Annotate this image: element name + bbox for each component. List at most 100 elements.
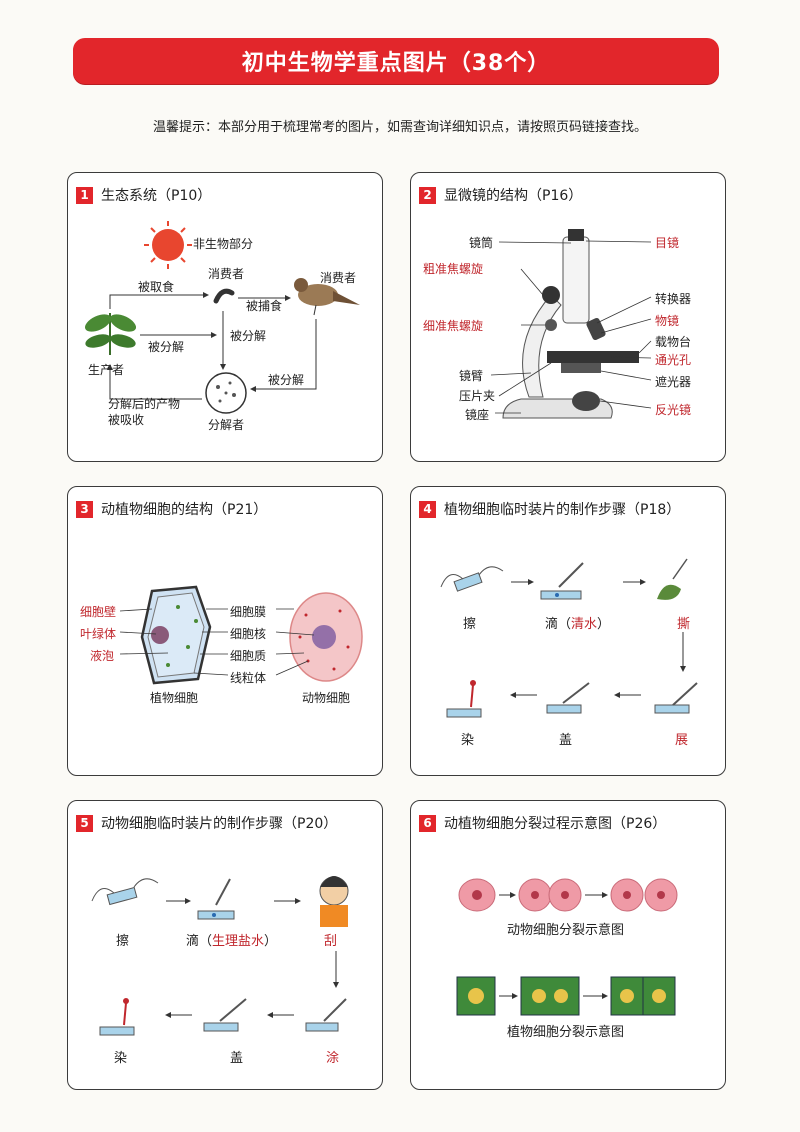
label-consumer2: 消费者 bbox=[320, 271, 357, 285]
label-objective: 物镜 bbox=[655, 314, 680, 328]
label-animal-cell: 动物细胞 bbox=[302, 691, 351, 705]
label-eyepiece: 目镜 bbox=[655, 236, 680, 250]
label-nucleus: 细胞核 bbox=[230, 627, 267, 641]
label-coarse: 粗准焦螺旋 bbox=[423, 262, 484, 276]
label-producer: 生产者 bbox=[88, 363, 125, 377]
label-membrane: 细胞膜 bbox=[230, 605, 267, 619]
plant-slide-diagram bbox=[440, 558, 698, 718]
step-drop-prefix: 滴（ bbox=[186, 934, 213, 949]
peel-icon bbox=[657, 558, 688, 600]
animal-slide-diagram bbox=[91, 876, 349, 1036]
label-tube: 镜筒 bbox=[469, 236, 494, 250]
step-peel: 撕 bbox=[677, 617, 691, 632]
wipe-slide-icon bbox=[440, 566, 504, 592]
page-title: 初中生物学重点图片（38个） bbox=[73, 38, 719, 84]
stain-icon bbox=[99, 998, 135, 1036]
card-title: 动物细胞临时装片的制作步骤（P20） bbox=[101, 816, 338, 832]
drop-water-icon bbox=[540, 562, 584, 600]
sun-icon bbox=[144, 221, 192, 269]
label-plant-division: 植物细胞分裂示意图 bbox=[507, 1025, 625, 1040]
cell-division-diagram bbox=[456, 878, 678, 1016]
plant-icon bbox=[84, 313, 137, 355]
step-smear: 涂 bbox=[326, 1051, 340, 1066]
ecosystem-diagram bbox=[84, 221, 360, 414]
cover-icon bbox=[203, 998, 247, 1032]
label-chloro: 叶绿体 bbox=[80, 627, 117, 641]
label-absorbed1: 分解后的产物 bbox=[108, 397, 181, 411]
step-drop-reagent: 生理盐水 bbox=[212, 934, 265, 949]
step-drop-prefix: 滴（ bbox=[545, 617, 572, 632]
label-mirror: 反光镜 bbox=[655, 403, 692, 417]
wipe-slide-icon bbox=[91, 878, 159, 906]
microscope-icon bbox=[490, 229, 652, 419]
card-microscope: 2 显微镜的结构（P16） 镜筒 粗准焦螺旋 细准焦螺旋 镜臂 压片夹 镜座 目镜… bbox=[410, 172, 726, 462]
card-plant-slide-steps: 4 植物细胞临时装片的制作步骤（P18） 擦 滴（清水） 撕 展 盖 染 bbox=[410, 486, 726, 776]
label-hole: 通光孔 bbox=[655, 353, 692, 367]
card-animal-slide-steps: 5 动物细胞临时装片的制作步骤（P20） 擦 滴（生理盐水） 刮 涂 盖 染 bbox=[67, 800, 383, 1090]
step-drop-suffix: ） bbox=[597, 617, 611, 632]
card-title: 生态系统（P10） bbox=[101, 188, 212, 204]
card-number: 4 bbox=[419, 500, 436, 518]
label-mito: 线粒体 bbox=[230, 671, 267, 685]
plant-cell-icon bbox=[140, 585, 212, 685]
label-consumer1: 消费者 bbox=[208, 267, 245, 281]
step-stain: 染 bbox=[461, 733, 475, 748]
label-stage: 载物台 bbox=[655, 335, 692, 349]
label-vacuole: 液泡 bbox=[90, 649, 115, 663]
label-plant-cell: 植物细胞 bbox=[150, 691, 199, 705]
decomposer-icon bbox=[205, 372, 247, 414]
cell-diagram bbox=[119, 585, 363, 685]
card-number: 6 bbox=[419, 814, 436, 832]
label-eaten: 被取食 bbox=[138, 280, 175, 294]
card-ecosystem: 1 生态系统（P10） bbox=[67, 172, 383, 462]
step-stain: 染 bbox=[114, 1051, 128, 1066]
label-decomposed2: 被分解 bbox=[148, 340, 185, 354]
label-converter: 转换器 bbox=[655, 292, 692, 306]
card-title: 动植物细胞分裂过程示意图（P26） bbox=[444, 816, 667, 832]
step-scrape: 刮 bbox=[324, 934, 338, 949]
card-cell-structure: 3 动植物细胞的结构（P21） 细胞壁 叶绿体 液泡 细胞膜 细胞核 细胞质 线粒… bbox=[67, 486, 383, 776]
label-absorbed2: 被吸收 bbox=[108, 413, 145, 427]
cover-icon bbox=[546, 682, 590, 714]
card-cell-division: 6 动植物细胞分裂过程示意图（P26） 动物细胞分裂示意图 植物细胞分裂示意图 bbox=[410, 800, 726, 1090]
step-cover: 盖 bbox=[230, 1051, 244, 1066]
label-base: 镜座 bbox=[465, 408, 490, 422]
label-decomposer: 分解者 bbox=[208, 418, 245, 432]
label-clip: 压片夹 bbox=[459, 389, 496, 403]
drop-saline-icon bbox=[197, 878, 235, 920]
label-diaphragm: 遮光器 bbox=[655, 375, 692, 389]
label-arm: 镜臂 bbox=[459, 369, 484, 383]
smear-icon bbox=[305, 998, 347, 1032]
bird-icon bbox=[294, 278, 360, 316]
card-title: 显微镜的结构（P16） bbox=[444, 188, 583, 204]
step-wipe: 擦 bbox=[463, 617, 477, 632]
step-drop-reagent: 清水 bbox=[571, 617, 598, 632]
card-number: 5 bbox=[76, 814, 93, 832]
card-title: 动植物细胞的结构（P21） bbox=[101, 502, 268, 518]
label-animal-division: 动物细胞分裂示意图 bbox=[507, 923, 625, 938]
label-decomposed3: 被分解 bbox=[268, 373, 305, 387]
label-fine: 细准焦螺旋 bbox=[423, 319, 484, 333]
stain-icon bbox=[446, 680, 482, 718]
step-drop-suffix: ） bbox=[264, 934, 278, 949]
tip-text: 温馨提示：本部分用于梳理常考的图片，如需查询详细知识点，请按照页码链接查找。 bbox=[152, 120, 647, 135]
animal-cell-icon bbox=[289, 592, 363, 682]
step-cover: 盖 bbox=[559, 733, 573, 748]
card-number: 1 bbox=[76, 186, 93, 204]
label-wall: 细胞壁 bbox=[80, 605, 117, 619]
label-abiotic: 非生物部分 bbox=[193, 237, 254, 251]
spread-icon bbox=[654, 682, 698, 714]
step-drop: 滴（清水） bbox=[545, 613, 610, 632]
card-number: 3 bbox=[76, 500, 93, 518]
card-title: 植物细胞临时装片的制作步骤（P18） bbox=[444, 502, 681, 518]
card-number: 2 bbox=[419, 186, 436, 204]
plant-division-icon bbox=[456, 976, 676, 1016]
step-wipe: 擦 bbox=[116, 934, 130, 949]
label-cytoplasm: 细胞质 bbox=[230, 649, 267, 663]
step-spread: 展 bbox=[675, 733, 689, 748]
label-preyed: 被捕食 bbox=[246, 299, 283, 313]
caterpillar-icon bbox=[213, 288, 235, 304]
child-scrape-icon bbox=[319, 876, 349, 927]
step-drop: 滴（生理盐水） bbox=[186, 930, 277, 949]
label-decomposed1: 被分解 bbox=[230, 329, 267, 343]
